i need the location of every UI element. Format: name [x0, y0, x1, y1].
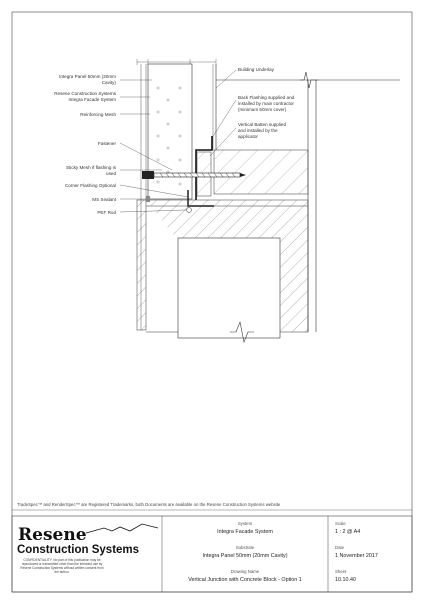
label-panel-2: Cavity): [102, 80, 117, 85]
timber-frame: [213, 149, 309, 195]
label-underlay: Building Underlay: [238, 67, 275, 72]
substrate-heading: Substrate: [236, 545, 255, 550]
label-corner: Corner Flashing Optional: [65, 183, 116, 188]
ms-sealant: [146, 196, 150, 202]
confidentiality-3: Resene Construction Systems without writ…: [20, 566, 104, 570]
label-backflash-2: installed by main contractor: [238, 101, 294, 106]
label-sticky-2: used: [106, 171, 116, 176]
label-mesh: Reinforcing Mesh: [80, 112, 116, 117]
trademark-note: TradeSpec™ and RenderSpec™ are Registere…: [17, 502, 281, 507]
detail-drawing: [136, 59, 400, 344]
label-batten-2: and installed by the: [238, 128, 278, 133]
leader-lines: [119, 69, 237, 213]
substrate-value: Integra Panel 50mm (20mm Cavity): [202, 553, 287, 559]
logo-swoosh: [85, 523, 159, 534]
drawing-heading: Drawing Name: [231, 569, 260, 574]
sheet-heading: Sheet: [335, 569, 347, 574]
label-panel-1: Integra Panel 50mm (20mm: [59, 74, 116, 79]
label-backflash-1: Back Flashing supplied and: [238, 95, 295, 100]
left-block-wall: [136, 199, 147, 331]
label-batten-3: applicator: [238, 134, 258, 139]
scale-value: 1 : 2 @ A4: [335, 529, 360, 535]
scale-heading: Scale: [335, 521, 346, 526]
drawing-value: Vertical Junction with Concrete Block - …: [188, 577, 302, 583]
label-facade-1: Resene Construction Systems: [54, 91, 116, 96]
callout-labels: Integra Panel 50mm (20mm Cavity) Resene …: [54, 67, 294, 215]
confidentiality-4: the author.: [54, 570, 69, 574]
brand-subtitle: Construction Systems: [17, 544, 139, 556]
label-fastener: Fastener: [98, 141, 117, 146]
fastener: [142, 171, 246, 179]
concrete-block: [146, 199, 309, 339]
sheet-value: 10.10.40: [335, 577, 356, 583]
system-value: Integra Facade System: [217, 529, 273, 535]
date-heading: Date: [335, 545, 345, 550]
label-batten-1: Vertical Batten supplied: [238, 122, 286, 127]
pef-rod: [186, 207, 192, 213]
label-pef: PEF Rod: [97, 210, 116, 215]
label-sealant: MS Sealant: [92, 197, 116, 202]
label-facade-2: Integra Facade System: [69, 97, 117, 102]
title-block: Resene Construction Systems CONFIDENTIAL…: [11, 509, 413, 593]
break-lines: [230, 71, 318, 344]
integra-panel: [147, 63, 193, 200]
label-backflash-3: (minimum 50mm cover): [238, 107, 287, 112]
panel-texture: [156, 86, 182, 186]
system-heading: System: [238, 521, 253, 526]
label-sticky-1: Sticky Mesh if flashing is: [66, 165, 117, 170]
confidentiality-2: reproduced or transmitted other than the…: [22, 562, 103, 566]
confidentiality-1: CONFIDENTIALITY: No part of this publica…: [23, 558, 100, 562]
date-value: 1 November 2017: [335, 553, 378, 559]
brand-name: Resene: [18, 525, 87, 545]
brand-logo: Resene Construction Systems: [17, 523, 159, 556]
